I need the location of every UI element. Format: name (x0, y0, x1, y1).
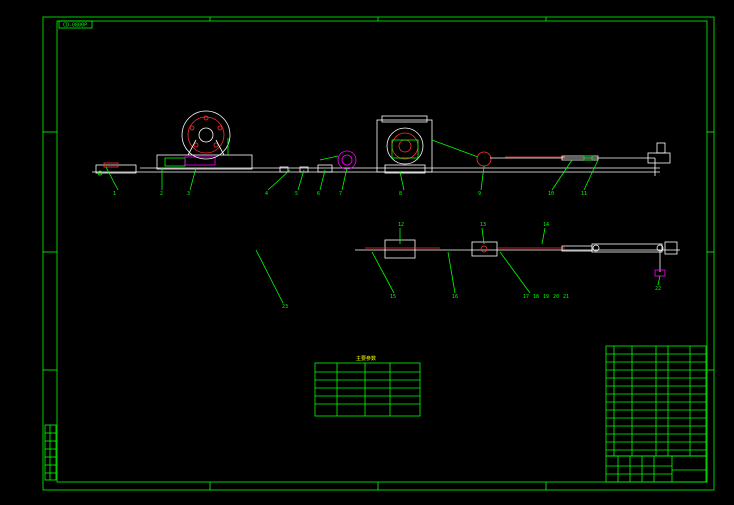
zone-ticks (43, 17, 714, 490)
drum-1 (181, 110, 231, 160)
lower-assembly (355, 239, 680, 277)
callout: 11 (581, 191, 587, 197)
table-title: 主要参数 (356, 355, 376, 362)
bill-of-materials (605, 345, 707, 457)
drum-2 (386, 127, 424, 165)
callout: 19 (543, 294, 549, 300)
callout: 22 (655, 286, 661, 292)
callout: 8 (399, 191, 402, 197)
callout: 1 (113, 191, 116, 197)
drawing-code: CD-0800P (63, 23, 87, 29)
callout: 18 (533, 294, 539, 300)
outer-frame (42, 16, 715, 491)
callout: 2 (160, 191, 163, 197)
parameter-table (314, 362, 421, 417)
motor (337, 150, 357, 170)
callout: 3 (187, 191, 190, 197)
inner-frame (56, 20, 708, 483)
callout: 21 (563, 294, 569, 300)
callout: 4 (265, 191, 268, 197)
callout: 7 (339, 191, 342, 197)
title-block (605, 455, 707, 483)
lower-leaders (255, 227, 661, 304)
callout: 16 (452, 294, 458, 300)
carriage (471, 241, 498, 257)
callout: 15 (390, 294, 396, 300)
upper-assembly (92, 110, 671, 176)
callout: 6 (317, 191, 320, 197)
callout: 14 (543, 222, 549, 228)
callout: 20 (553, 294, 559, 300)
callout: 5 (295, 191, 298, 197)
drawing-code-box (58, 20, 93, 29)
upper-leaders (105, 159, 599, 191)
binding-table (44, 424, 57, 481)
callout: 10 (548, 191, 554, 197)
callout: 9 (478, 191, 481, 197)
callout: 12 (398, 222, 404, 228)
callout: 13 (480, 222, 486, 228)
callout: 17 (523, 294, 529, 300)
callout: 23 (282, 304, 288, 310)
